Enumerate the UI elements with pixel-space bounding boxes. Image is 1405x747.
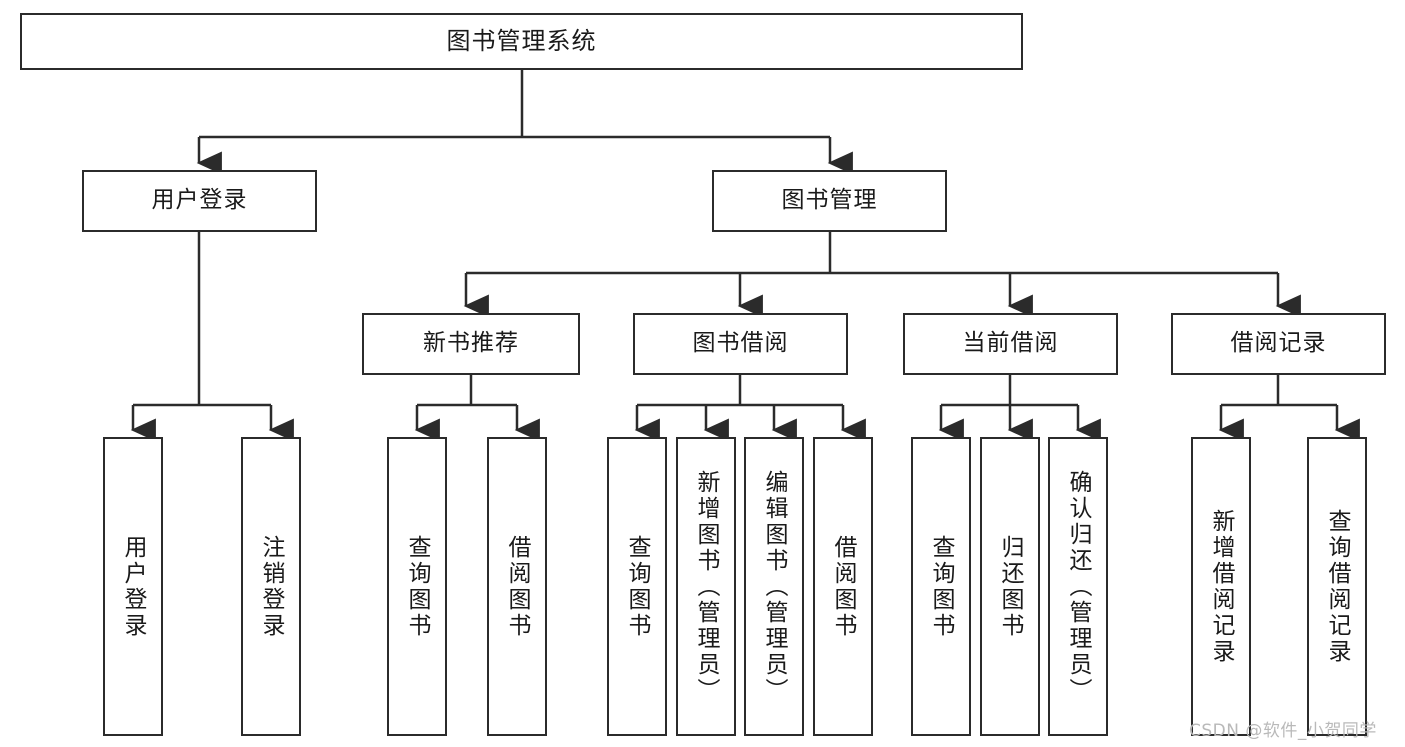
node-label: 确认归还（管理员） (1065, 469, 1092, 704)
csdn-watermark: CSDN @软件_小贺同学 (1189, 721, 1377, 741)
leaf-user-login[interactable]: 用户登录 (103, 437, 163, 736)
node-label: 用户登录 (151, 187, 248, 214)
leaf-edit-book-admin[interactable]: 编辑图书（管理员） (744, 437, 804, 736)
node-root-library-system[interactable]: 图书管理系统 (20, 13, 1023, 70)
node-label: 图书管理系统 (446, 27, 597, 56)
leaf-borrow-books[interactable]: 借阅图书 (813, 437, 873, 736)
node-label: 新书推荐 (423, 330, 519, 357)
node-label: 图书借阅 (692, 330, 789, 357)
node-label: 借阅图书 (830, 534, 857, 639)
node-label: 图书管理 (781, 187, 878, 214)
node-book-borrow[interactable]: 图书借阅 (633, 313, 848, 375)
leaf-add-borrow-record[interactable]: 新增借阅记录 (1191, 437, 1251, 736)
node-label: 注销登录 (258, 534, 285, 639)
node-label: 查询借阅记录 (1324, 508, 1351, 665)
node-new-book-recommend[interactable]: 新书推荐 (362, 313, 580, 375)
node-borrow-record[interactable]: 借阅记录 (1171, 313, 1386, 375)
node-label: 借阅图书 (504, 534, 531, 639)
leaf-query-books-current[interactable]: 查询图书 (911, 437, 971, 736)
node-label: 查询图书 (624, 534, 651, 639)
leaf-return-books[interactable]: 归还图书 (980, 437, 1040, 736)
node-user-login[interactable]: 用户登录 (82, 170, 317, 232)
node-label: 借阅记录 (1230, 330, 1327, 357)
leaf-query-books-borrow[interactable]: 查询图书 (607, 437, 667, 736)
node-label: 查询图书 (928, 534, 955, 639)
leaf-confirm-return-admin[interactable]: 确认归还（管理员） (1048, 437, 1108, 736)
node-label: 归还图书 (997, 534, 1024, 639)
leaf-query-borrow-record[interactable]: 查询借阅记录 (1307, 437, 1367, 736)
node-label: 编辑图书（管理员） (761, 469, 788, 704)
node-label: 查询图书 (404, 534, 431, 639)
leaf-query-books-new[interactable]: 查询图书 (387, 437, 447, 736)
node-label: 新增图书（管理员） (693, 469, 720, 704)
node-current-borrow[interactable]: 当前借阅 (903, 313, 1118, 375)
leaf-add-book-admin[interactable]: 新增图书（管理员） (676, 437, 736, 736)
leaf-borrow-books-new[interactable]: 借阅图书 (487, 437, 547, 736)
node-book-management[interactable]: 图书管理 (712, 170, 947, 232)
node-label: 当前借阅 (962, 330, 1059, 357)
leaf-user-logout[interactable]: 注销登录 (241, 437, 301, 736)
node-label: 用户登录 (120, 534, 147, 639)
node-label: 新增借阅记录 (1208, 508, 1235, 665)
